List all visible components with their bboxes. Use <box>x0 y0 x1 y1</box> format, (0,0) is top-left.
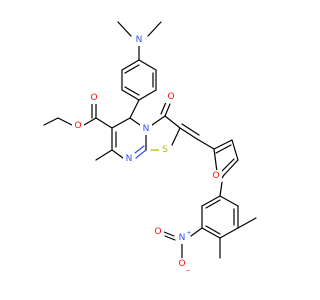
bond-thz-2 <box>164 115 181 129</box>
nitro-n-charge: + <box>186 230 191 237</box>
bond-aryl-4 <box>121 89 140 101</box>
bond-ethyl-1 <box>57 117 73 126</box>
bond-laryl-1 <box>219 195 239 207</box>
atom-o-nitro-single: O − <box>176 258 191 275</box>
bond-thz-3 <box>171 127 181 146</box>
atom-o-label: O <box>154 227 161 237</box>
atom-n-ring-imine: N <box>123 153 135 165</box>
bond-fur-aryl <box>219 181 223 197</box>
bond-methyl-3 <box>237 217 257 229</box>
bond-layer <box>43 21 257 259</box>
atom-o-label: O <box>178 259 185 269</box>
atom-s-label: S <box>162 145 168 155</box>
atom-n-nitro: N + <box>176 230 192 244</box>
bond-aryl-ring <box>129 99 140 119</box>
molecule-structure-diagram: N O O O N N S O <box>43 21 257 275</box>
bond-aryl-1 <box>138 59 157 71</box>
bond-aryl-6 <box>121 59 140 71</box>
bond-fur-3 <box>223 159 239 176</box>
bond-aryl-3 <box>138 89 157 101</box>
nitro-o-charge: − <box>185 268 190 275</box>
bond-aryl-4-inner <box>124 86 140 96</box>
bond-aryl-6-inner <box>124 64 140 74</box>
bond-fur-link <box>196 138 215 150</box>
bond-methyl-pyr <box>95 149 113 161</box>
bond-fur-5 <box>221 174 225 179</box>
atom-n-dimethylamino: N <box>133 34 145 46</box>
bond-exo-a <box>179 127 198 140</box>
bond-methyl-n-right <box>147 21 162 37</box>
atom-o-label: O <box>74 121 81 131</box>
bond-nitro-o-double-b <box>164 235 176 241</box>
bond-thz-1 <box>151 115 166 126</box>
atom-n-ring-bridge: N <box>140 123 152 135</box>
bond-ester-1 <box>95 117 113 129</box>
atom-n-label: N <box>136 35 143 45</box>
bond-nitro-o-double-a <box>163 231 175 237</box>
bond-pyr-3 <box>111 149 124 159</box>
atom-s-thiazole: S <box>159 144 171 156</box>
atom-o-nitro-double: O <box>152 226 164 238</box>
bond-aryl-nitro <box>190 227 203 237</box>
bond-ketone-b <box>160 101 167 115</box>
atom-o-furan: O <box>210 170 222 182</box>
atom-label-layer: N O O O N N S O <box>72 34 222 275</box>
bond-fur-4 <box>213 148 218 173</box>
bond-pyr-1 <box>111 117 131 129</box>
bond-fur-1 <box>213 139 233 150</box>
bond-ketone-a <box>164 103 171 117</box>
atom-n-label: N <box>179 233 186 243</box>
bond-fur-2 <box>231 139 239 161</box>
atom-o-label: O <box>90 93 97 103</box>
bond-laryl-6-inner <box>205 199 221 209</box>
bond-laryl-3 <box>219 227 239 239</box>
atom-n-label: N <box>143 124 150 134</box>
bond-pyr-4 <box>135 149 147 159</box>
bond-laryl-4 <box>201 227 221 239</box>
atom-o-label: O <box>167 92 174 102</box>
atom-o-ketone: O <box>165 91 177 103</box>
atom-o-ester-carbonyl: O <box>88 92 100 104</box>
bond-ethyl-2 <box>43 117 59 126</box>
atom-o-label: O <box>212 171 219 181</box>
bond-ester-oc <box>83 117 97 126</box>
atom-o-ester-ether: O <box>72 120 84 132</box>
bond-pyr-6 <box>129 117 141 126</box>
bond-pyr-4-inner <box>134 145 145 154</box>
atom-n-label: N <box>126 154 133 164</box>
bond-fur-3-inner <box>221 158 235 172</box>
bond-methyl-n-left <box>117 21 132 37</box>
bond-fur-1-inner <box>215 144 232 154</box>
bond-laryl-6 <box>201 195 221 207</box>
bond-exo-b <box>181 123 200 136</box>
bond-laryl-4-inner <box>205 225 221 235</box>
